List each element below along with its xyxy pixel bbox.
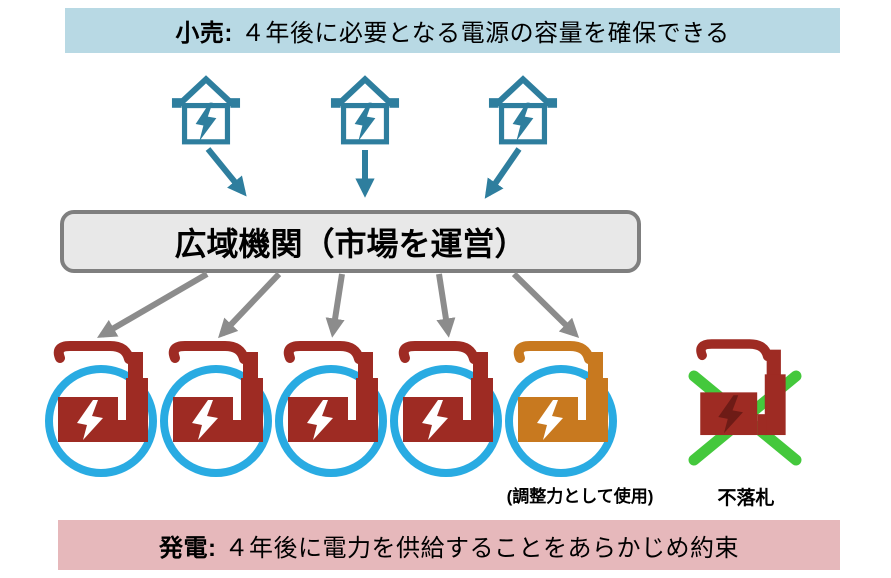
- awarded-ring: [275, 365, 387, 477]
- arrow-retail-1: [205, 147, 247, 197]
- factory-lightning-icon: [160, 346, 272, 477]
- awarded-ring: [390, 365, 502, 477]
- house-lightning-icon: [330, 75, 400, 145]
- arrow-generator-2: [218, 271, 282, 339]
- arrow-generator-3: [325, 273, 345, 338]
- awarded-ring: [505, 365, 617, 477]
- crossed-factory-icon: [700, 343, 786, 436]
- factory-lightning-icon: [390, 346, 502, 477]
- retail-banner-text: ４年後に必要となる電源の容量を確保できる: [240, 20, 730, 47]
- retail-banner: 小売: ４年後に必要となる電源の容量を確保できる: [65, 8, 840, 53]
- awarded-ring: [160, 365, 272, 477]
- arrow-generator-4: [436, 273, 456, 338]
- factory-lightning-icon: [275, 346, 387, 477]
- awarded-ring: [45, 365, 157, 477]
- factory-lightning-icon: [45, 346, 157, 477]
- retail-banner-label: 小売:: [175, 20, 233, 47]
- house-lightning-icon: [488, 75, 558, 145]
- generation-banner-label: 発電:: [159, 534, 217, 562]
- factory-lightning-adjustment-icon: [505, 346, 617, 477]
- unsuccessful-label: 不落札: [717, 488, 775, 509]
- arrow-retail-3: [484, 147, 522, 199]
- house-lightning-icon: [171, 75, 241, 145]
- generation-banner: 発電: ４年後に電力を供給することをあらかじめ約束: [58, 520, 840, 570]
- generation-banner-text: ４年後に電力を供給することをあらかじめ約束: [224, 534, 739, 562]
- adjustment-note: (調整力として使用): [506, 487, 654, 506]
- arrow-generator-5: [511, 271, 580, 339]
- hub-box: 広域機関（市場を運営）: [60, 210, 641, 273]
- hub-box-label: 広域機関（市場を運営）: [174, 225, 527, 262]
